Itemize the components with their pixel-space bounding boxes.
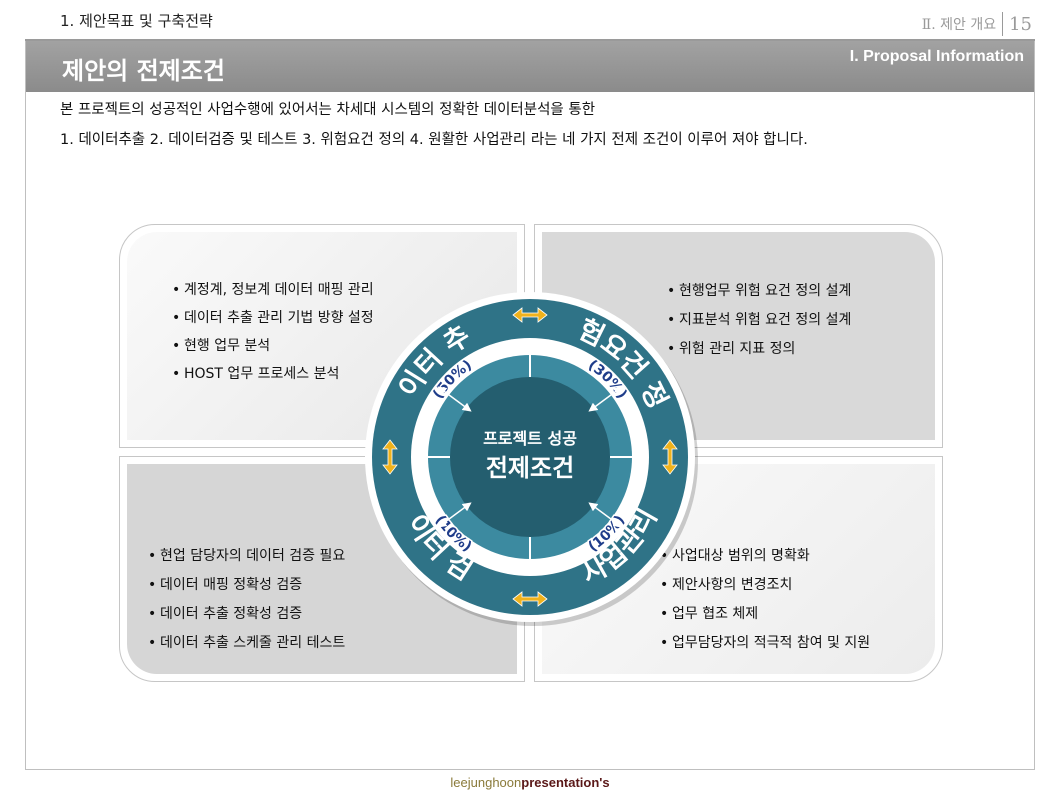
list-item: 계정계, 정보계 데이터 매핑 관리 bbox=[172, 276, 374, 304]
intro-line-1: 본 프로젝트의 성공적인 사업수행에 있어서는 차세대 시스템의 정확한 데이터… bbox=[60, 102, 596, 118]
list-item: 현행 업무 분석 bbox=[172, 332, 374, 360]
list-item: 현행업무 위험 요건 정의 설계 bbox=[667, 277, 851, 306]
list-data-extract: 계정계, 정보계 데이터 매핑 관리 데이터 추출 관리 기법 방향 설정 현행… bbox=[172, 276, 374, 388]
center-label-small: 프로젝트 성공 bbox=[483, 429, 577, 448]
cycle-arrow-icon bbox=[512, 307, 548, 323]
footer-brand-suffix: presentation's bbox=[521, 775, 610, 790]
double-arrow-icon bbox=[588, 502, 623, 528]
double-arrow-icon bbox=[588, 386, 623, 412]
center-label-large: 전제조건 bbox=[486, 454, 574, 482]
double-arrow-icon bbox=[437, 386, 472, 412]
footer-brand: leejunghoonpresentation's bbox=[0, 775, 1060, 790]
list-item: 위험 관리 지표 정의 bbox=[667, 335, 851, 364]
cycle-arrow-icon bbox=[662, 439, 678, 475]
list-item: 제안사항의 변경조치 bbox=[660, 571, 870, 600]
list-item: HOST 업무 프로세스 분석 bbox=[172, 360, 374, 388]
header-separator bbox=[1002, 12, 1004, 36]
list-item: 데이터 추출 스케줄 관리 테스트 bbox=[148, 629, 345, 658]
header-right: Ⅱ. 제안 개요 15 bbox=[922, 12, 1032, 36]
core-circle bbox=[450, 377, 610, 537]
list-project-management: 사업대상 범위의 명확화 제안사항의 변경조치 업무 협조 체제 업무담당자의 … bbox=[660, 542, 870, 658]
page-title: 제안의 전제조건 bbox=[62, 57, 225, 85]
section-title: 1. 제안목표 및 구축전략 bbox=[60, 12, 213, 30]
list-item: 데이터 매핑 정확성 검증 bbox=[148, 571, 345, 600]
title-banner: 제안의 전제조건 I. Proposal Information bbox=[26, 41, 1034, 92]
banner-english-label: I. Proposal Information bbox=[849, 48, 1024, 65]
subsection-label: Ⅱ. 제안 개요 bbox=[921, 17, 997, 33]
list-data-verify: 현업 담당자의 데이터 검증 필요 데이터 매핑 정확성 검증 데이터 추출 정… bbox=[148, 542, 345, 658]
cycle-arrow-icon bbox=[382, 439, 398, 475]
page-number: 15 bbox=[1009, 13, 1032, 35]
list-item: 사업대상 범위의 명확화 bbox=[660, 542, 870, 571]
cycle-arrow-icon bbox=[512, 591, 548, 607]
footer-brand-name: leejunghoon bbox=[450, 775, 522, 790]
list-item: 데이터 추출 관리 기법 방향 설정 bbox=[172, 304, 374, 332]
list-item: 업무담당자의 적극적 참여 및 지원 bbox=[660, 629, 870, 658]
list-risk-definition: 현행업무 위험 요건 정의 설계 지표분석 위험 요건 정의 설계 위험 관리 … bbox=[667, 277, 851, 364]
list-item: 데이터 추출 정확성 검증 bbox=[148, 600, 345, 629]
header-rule bbox=[25, 39, 1035, 41]
precondition-ring-diagram: 데이터 추출 위험요건 정의 데이터 검증 사업관리 (50%) (30%) (… bbox=[365, 292, 698, 626]
list-item: 현업 담당자의 데이터 검증 필요 bbox=[148, 542, 345, 571]
intro-line-2: 1. 데이터추출 2. 데이터검증 및 테스트 3. 위험요건 정의 4. 원활… bbox=[60, 132, 808, 148]
list-item: 업무 협조 체제 bbox=[660, 600, 870, 629]
double-arrow-icon bbox=[437, 502, 472, 528]
list-item: 지표분석 위험 요건 정의 설계 bbox=[667, 306, 851, 335]
